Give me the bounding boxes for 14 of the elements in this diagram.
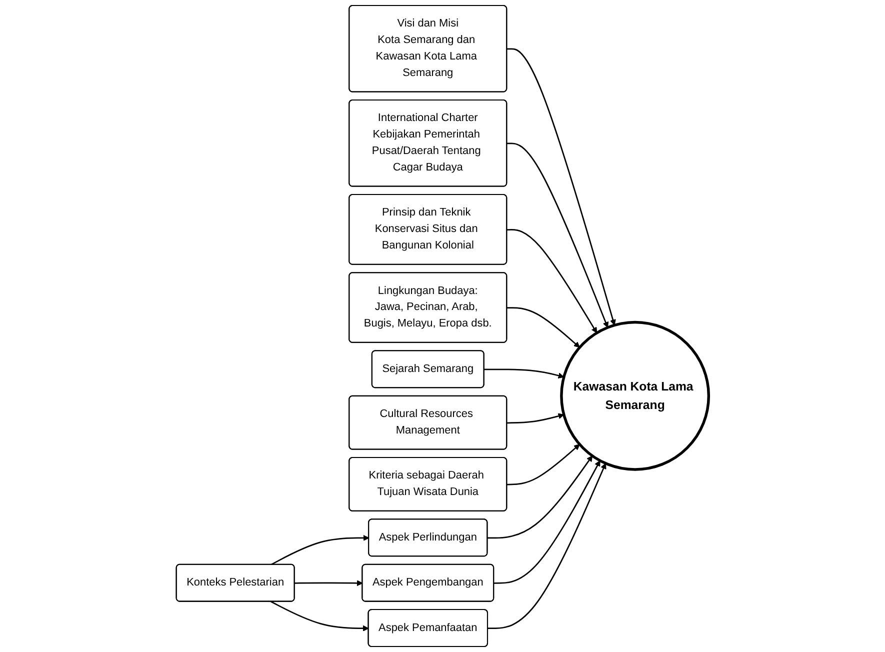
arrow xyxy=(294,580,363,586)
arrow xyxy=(506,48,616,326)
arrow xyxy=(506,413,564,424)
arrow xyxy=(506,229,598,334)
arrow xyxy=(506,444,580,486)
arrow xyxy=(506,142,609,328)
arrow xyxy=(488,463,606,630)
arrow xyxy=(270,601,369,632)
arrow xyxy=(270,534,370,566)
arrow xyxy=(506,307,580,348)
node-circle: Kawasan Kota Lama Semarang xyxy=(560,320,710,471)
arrow xyxy=(488,456,593,539)
arrow xyxy=(484,368,564,379)
arrow xyxy=(494,460,600,584)
